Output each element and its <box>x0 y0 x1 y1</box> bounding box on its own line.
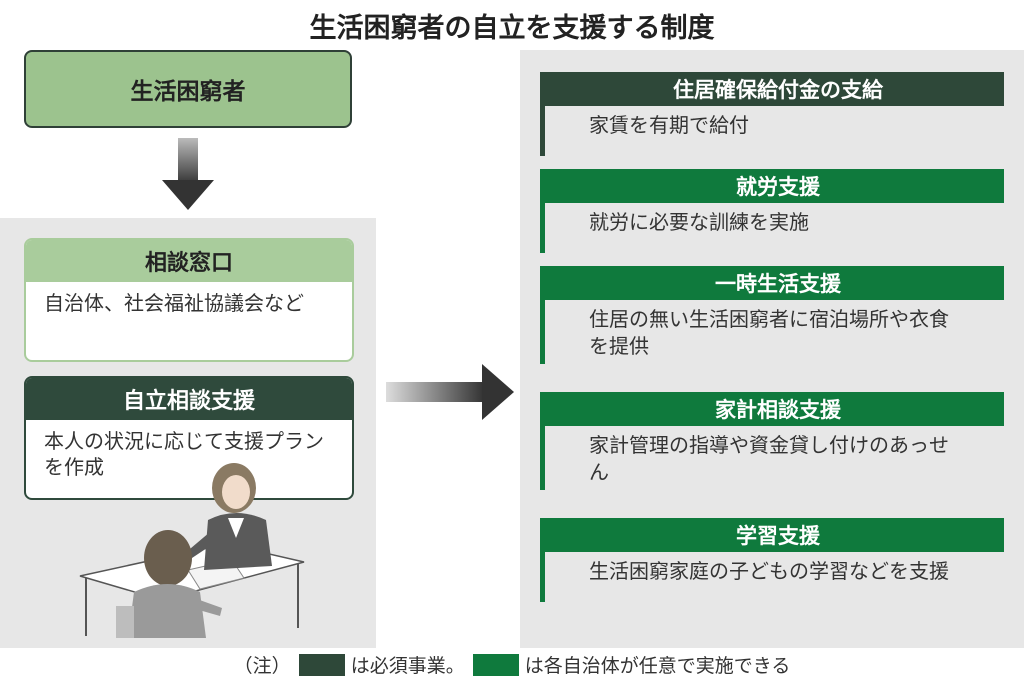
self-reliance-body: 本人の状況に応じて支援プランを作成 <box>44 429 324 479</box>
self-reliance-heading: 自立相談支援 <box>26 378 352 420</box>
right-arrow <box>386 364 514 420</box>
service-title: 学習支援 <box>540 518 1004 552</box>
legend: （注） は必須事業。 は各自治体が任意で実施できる <box>0 648 1024 681</box>
self-reliance-card: 自立相談支援 本人の状況に応じて支援プランを作成 <box>24 376 354 500</box>
service-description: 家賃を有期で給付 <box>540 106 1004 156</box>
diagram-title: 生活困窮者の自立を支援する制度 <box>309 13 715 44</box>
service-temporary-living-support: 一時生活支援 住居の無い生活困窮者に宿泊場所や衣食を提供 <box>540 266 1004 364</box>
service-learning-support: 学習支援 生活困窮家庭の子どもの学習などを支援 <box>540 518 1004 602</box>
down-arrow <box>162 138 214 210</box>
service-description: 就労に必要な訓練を実施 <box>540 203 1004 253</box>
consult-window-body: 自治体、社会福祉協議会など <box>44 291 304 315</box>
required-swatch <box>298 653 345 676</box>
optional-swatch <box>472 653 519 676</box>
service-employment-support: 就労支援 就労に必要な訓練を実施 <box>540 169 1004 253</box>
service-title: 一時生活支援 <box>540 266 1004 300</box>
legend-required-text: は必須事業。 <box>350 655 465 677</box>
consult-window-heading: 相談窓口 <box>26 240 352 282</box>
legend-note: （注） <box>233 655 291 677</box>
needy-person-box: 生活困窮者 <box>24 50 352 128</box>
service-title: 就労支援 <box>540 169 1004 203</box>
service-description: 生活困窮家庭の子どもの学習などを支援 <box>540 552 1004 602</box>
service-housing-benefit: 住居確保給付金の支給 家賃を有期で給付 <box>540 72 1004 156</box>
consultation-illustration <box>79 463 305 638</box>
legend-optional-text: は各自治体が任意で実施できる <box>524 655 791 677</box>
consult-window-card: 相談窓口 自治体、社会福祉協議会など <box>24 238 354 362</box>
service-title: 住居確保給付金の支給 <box>540 72 1004 106</box>
service-household-budget-support: 家計相談支援 家計管理の指導や資金貸し付けのあっせん <box>540 392 1004 490</box>
service-title: 家計相談支援 <box>540 392 1004 426</box>
service-description: 家計管理の指導や資金貸し付けのあっせん <box>540 426 1004 490</box>
service-description: 住居の無い生活困窮者に宿泊場所や衣食を提供 <box>540 300 1004 364</box>
